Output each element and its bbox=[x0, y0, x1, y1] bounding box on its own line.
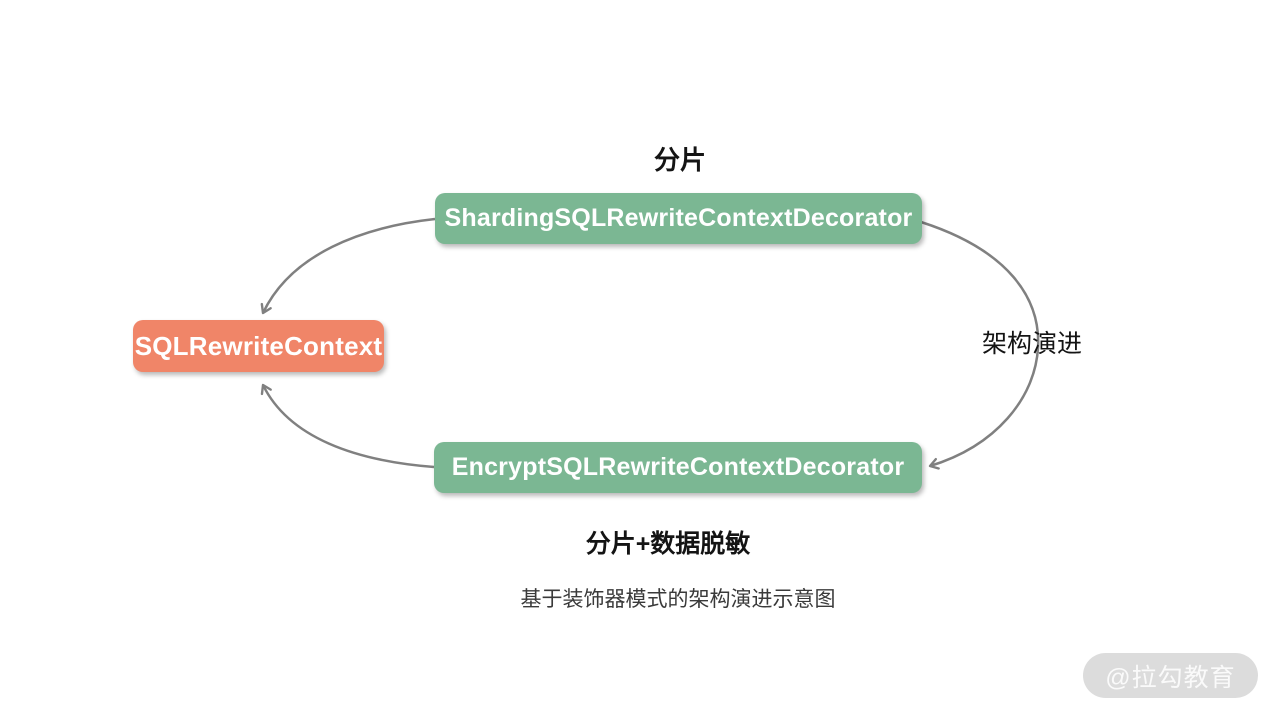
label-sharding-plus-masking: 分片+数据脱敏 bbox=[585, 530, 751, 558]
label-sharding: 分片 bbox=[653, 145, 706, 175]
node-encrypt-decorator: EncryptSQLRewriteContextDecorator bbox=[434, 442, 922, 493]
watermark-badge: @拉勾教育 bbox=[1083, 653, 1258, 698]
watermark-text: @拉勾教育 bbox=[1105, 663, 1236, 692]
edge-sharding-to-encrypt bbox=[920, 220, 1040, 470]
node-encrypt-decorator-label: EncryptSQLRewriteContextDecorator bbox=[451, 453, 905, 481]
node-sharding-decorator-label: ShardingSQLRewriteContextDecorator bbox=[444, 204, 913, 232]
node-sql-rewrite-context: SQLRewriteContext bbox=[133, 320, 384, 372]
node-sql-rewrite-context-label: SQLRewriteContext bbox=[134, 330, 383, 361]
edge-sharding-to-core bbox=[260, 217, 436, 315]
edge-encrypt-to-core bbox=[260, 383, 435, 469]
diagram-caption: 基于装饰器模式的架构演进示意图 bbox=[520, 588, 836, 611]
label-architecture-evolution: 架构演进 bbox=[981, 330, 1082, 358]
node-sharding-decorator: ShardingSQLRewriteContextDecorator bbox=[435, 193, 922, 244]
